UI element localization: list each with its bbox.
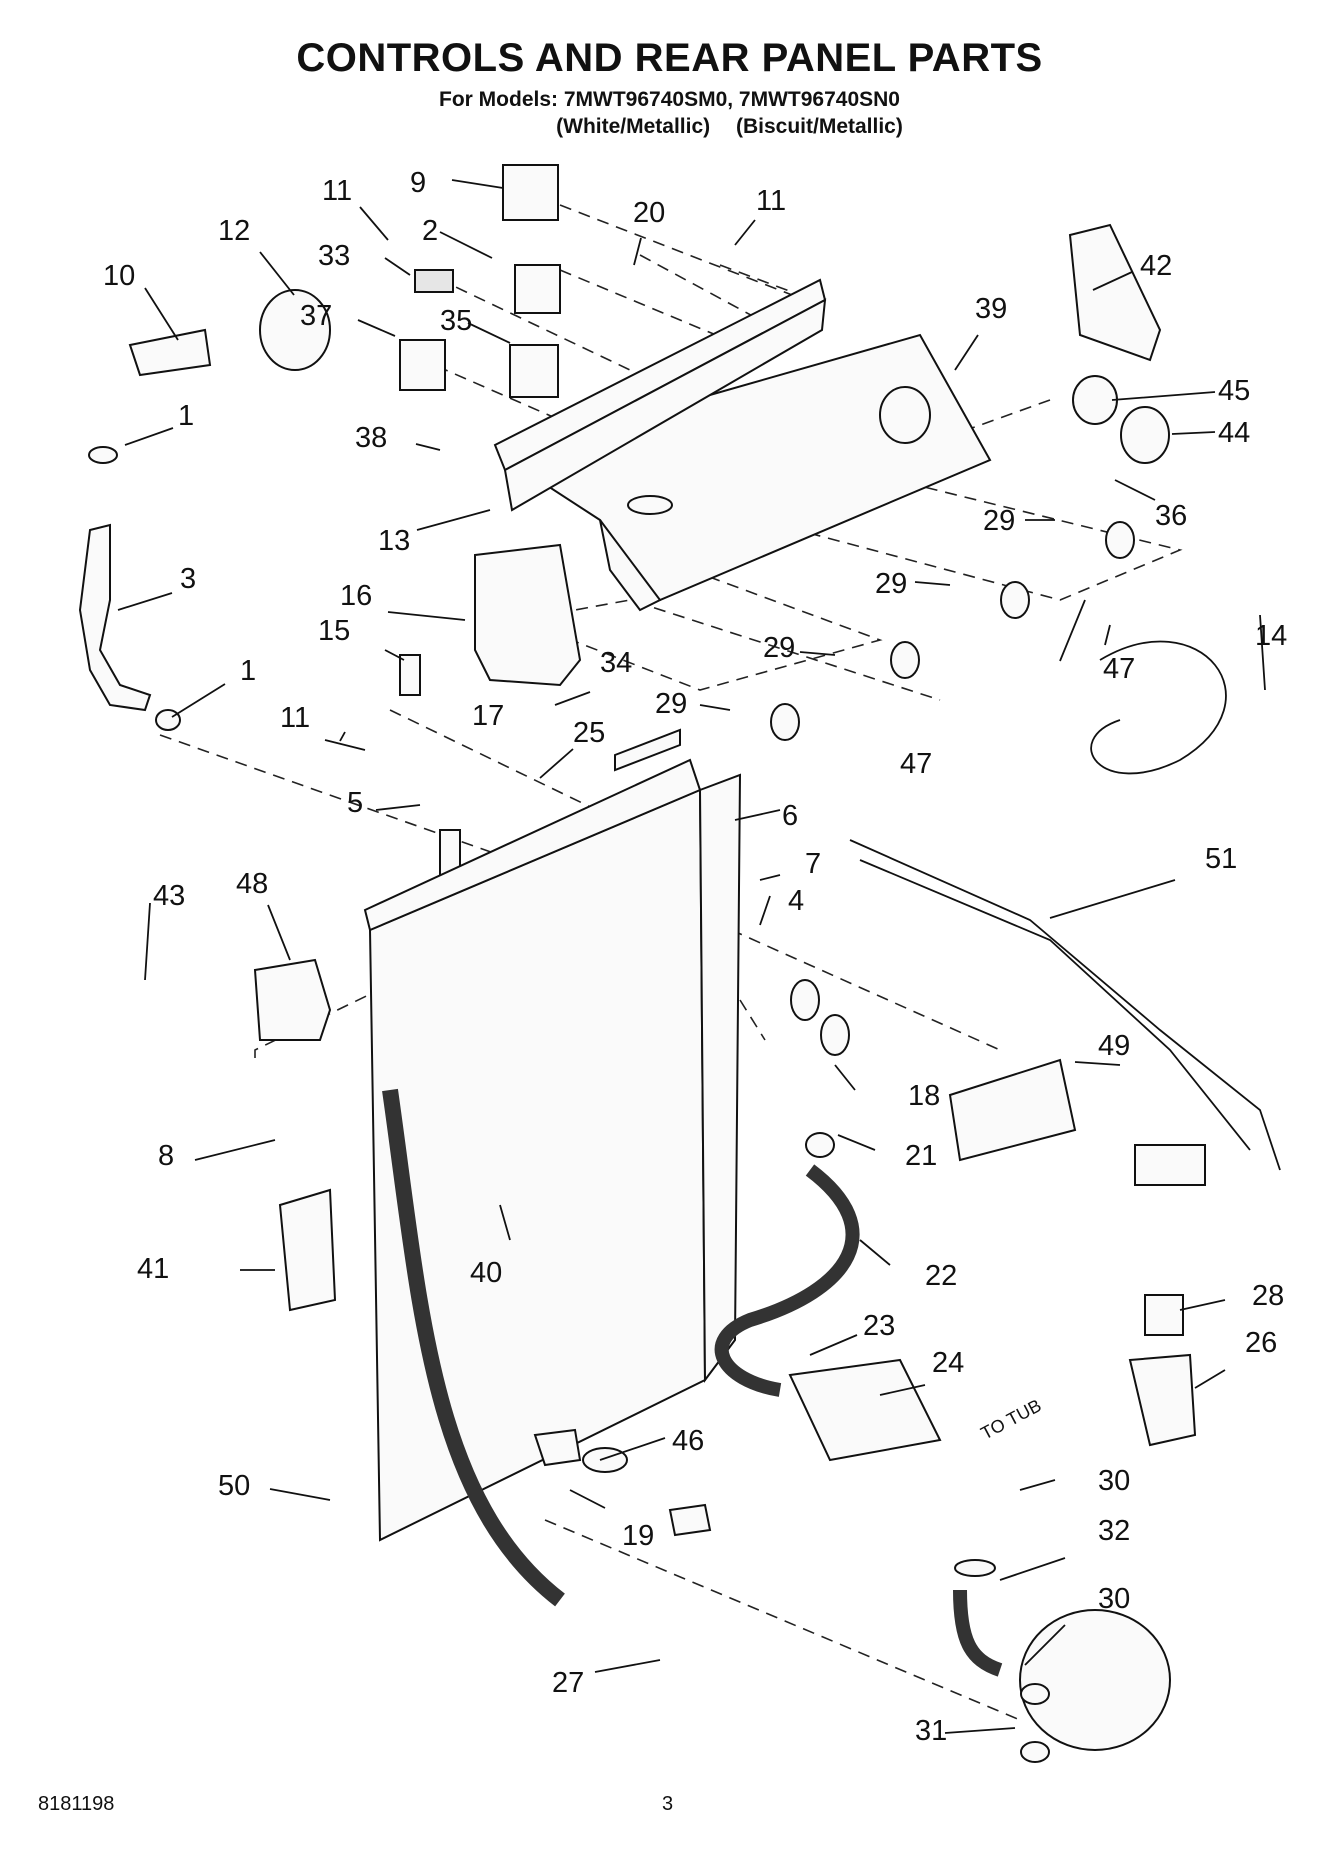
leader-lines: [117, 179, 1266, 1734]
callout-47: 47: [1103, 653, 1135, 685]
callout-21: 21: [905, 1140, 937, 1172]
control-console: [497, 333, 992, 612]
callout-11: 11: [280, 702, 310, 734]
callout-1: 1: [178, 400, 194, 432]
callout-35: 35: [440, 305, 472, 337]
page-number: 3: [662, 1793, 674, 1815]
variant-biscuit: (Biscuit/Metallic): [735, 115, 903, 138]
callout-15: 15: [318, 615, 350, 647]
callout-29: 29: [763, 632, 795, 664]
callout-19: 19: [622, 1520, 654, 1552]
callout-30: 30: [1098, 1465, 1130, 1497]
callout-51: 51: [1205, 843, 1237, 875]
callout-7: 7: [805, 848, 821, 880]
callout-31: 31: [915, 1715, 947, 1747]
callout-38: 38: [355, 422, 387, 454]
callout-41: 41: [137, 1253, 169, 1285]
callout-2: 2: [422, 215, 438, 247]
controls-bracket: [493, 278, 827, 512]
callout-49: 49: [1098, 1030, 1130, 1062]
callout-23: 23: [863, 1310, 895, 1342]
callout-48: 48: [236, 868, 268, 900]
callout-30: 30: [1098, 1583, 1130, 1615]
callout-37: 37: [300, 300, 332, 332]
callout-29: 29: [983, 505, 1015, 537]
callout-40: 40: [470, 1257, 502, 1289]
rear-panel: [363, 758, 742, 1542]
callout-32: 32: [1098, 1515, 1130, 1547]
callout-11: 11: [322, 175, 352, 207]
callout-14: 14: [1255, 620, 1287, 652]
callout-18: 18: [908, 1080, 940, 1112]
callout-29: 29: [655, 688, 687, 720]
callout-42: 42: [1140, 250, 1172, 282]
right-side-parts: [253, 958, 1197, 1763]
callout-16: 16: [340, 580, 372, 612]
callout-24: 24: [932, 1347, 964, 1379]
callout-47: 47: [900, 748, 932, 780]
callout-45: 45: [1218, 375, 1250, 407]
to-tub-label: TO TUB: [977, 1395, 1044, 1443]
knobs: [770, 375, 1170, 741]
callout-17: 17: [472, 700, 504, 732]
callout-33: 33: [318, 240, 350, 272]
callout-34: 34: [600, 647, 632, 679]
callout-27: 27: [552, 1667, 584, 1699]
callout-44: 44: [1218, 417, 1250, 449]
callout-28: 28: [1252, 1280, 1284, 1312]
callout-6: 6: [782, 800, 798, 832]
callout-8: 8: [158, 1140, 174, 1172]
models-line: For Models: 7MWT96740SM0, 7MWT96740SN0: [439, 88, 900, 111]
page-title: CONTROLS AND REAR PANEL PARTS: [296, 36, 1043, 80]
callout-4: 4: [788, 885, 804, 917]
callout-20: 20: [633, 197, 665, 229]
callout-26: 26: [1245, 1327, 1277, 1359]
callout-5: 5: [347, 787, 363, 819]
callout-10: 10: [103, 260, 135, 292]
callout-11: 11: [756, 185, 786, 217]
hoses: [382, 1088, 1003, 1677]
left-small-parts: [78, 328, 681, 891]
callout-50: 50: [218, 1470, 250, 1502]
callout-36: 36: [1155, 500, 1187, 532]
callout-labels: 11 9 20 11 12 2 42 10 33 39 37 35 1 45 4…: [103, 167, 1287, 1747]
callout-43: 43: [153, 880, 185, 912]
callout-25: 25: [573, 717, 605, 749]
variant-white: (White/Metallic): [556, 115, 711, 138]
callout-22: 22: [925, 1260, 957, 1292]
callout-46: 46: [672, 1425, 704, 1457]
controls-components: [259, 164, 1162, 398]
callout-29: 29: [875, 568, 907, 600]
callout-3: 3: [180, 563, 196, 595]
callout-13: 13: [378, 525, 410, 557]
callout-12: 12: [218, 215, 250, 247]
document-number: 8181198: [38, 1793, 115, 1815]
callout-39: 39: [975, 293, 1007, 325]
callout-1: 1: [240, 655, 256, 687]
wire-harness: [849, 640, 1281, 1186]
model-variants: (White/Metallic) (Biscuit/Metallic): [0, 115, 1339, 139]
callout-9: 9: [410, 167, 426, 199]
